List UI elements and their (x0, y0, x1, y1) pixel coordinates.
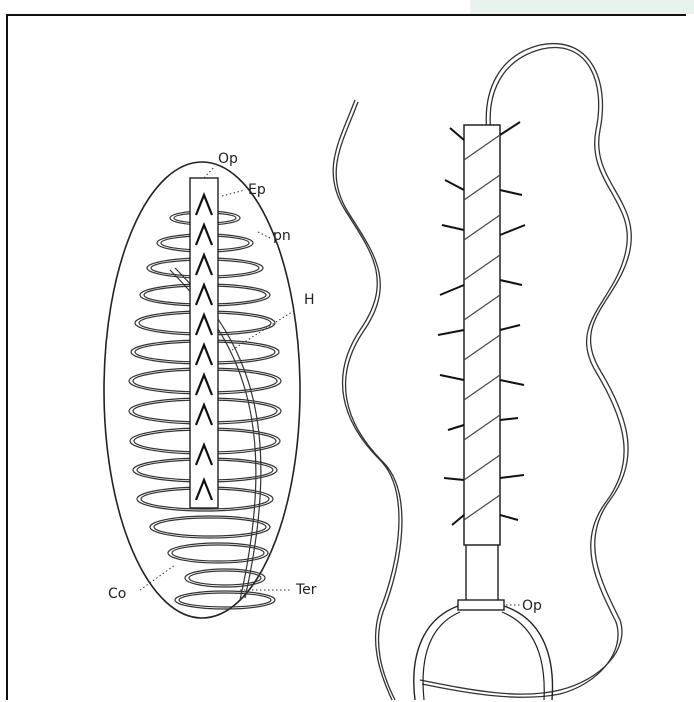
label-op-right: Op (522, 598, 542, 614)
label-h: H (304, 292, 315, 308)
label-op-top: Op (218, 151, 238, 167)
label-ep: Ep (248, 182, 266, 198)
left-central-column (190, 178, 218, 508)
label-ter: Ter (295, 582, 317, 598)
label-co: Co (108, 586, 126, 602)
label-pn: pn (273, 228, 291, 244)
